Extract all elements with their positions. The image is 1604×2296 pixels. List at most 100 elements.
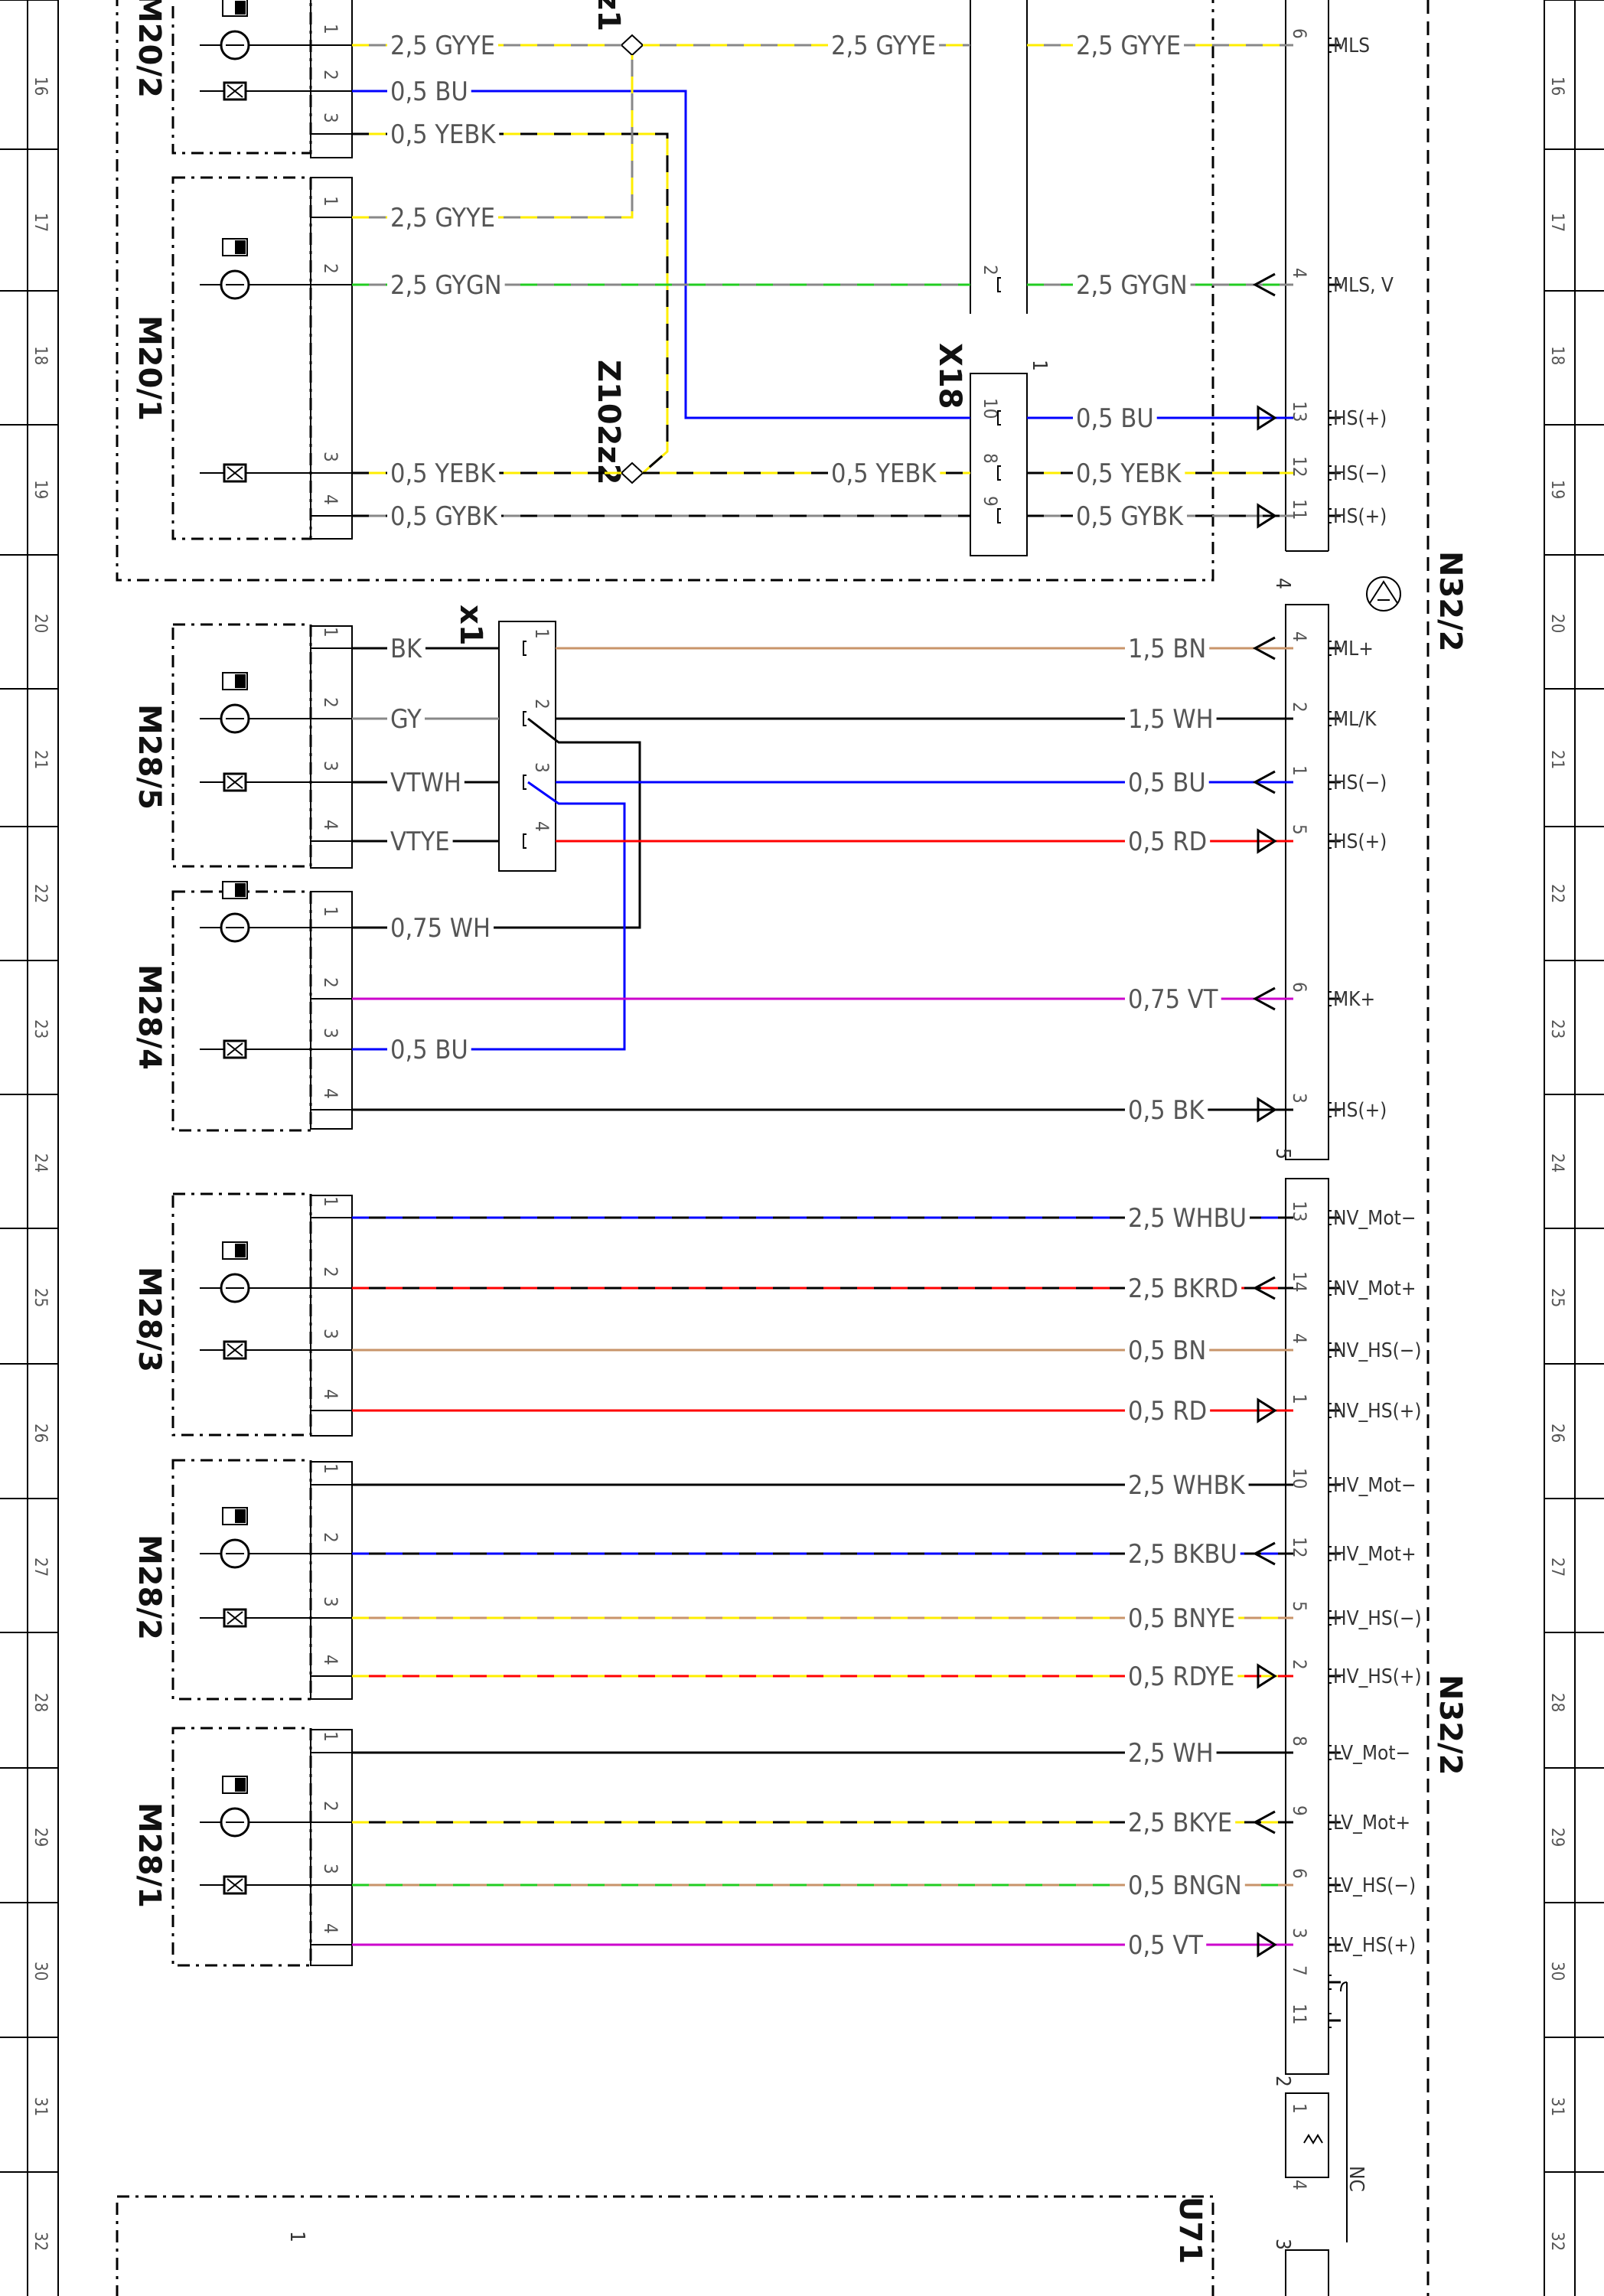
output-arrow-icon — [1257, 1397, 1277, 1424]
n32-pin-number: 6 — [1289, 1868, 1310, 1879]
label-m28-1: M28/1 — [132, 1802, 167, 1908]
n32-pin-socket — [1328, 1815, 1332, 1830]
row-number: 21 — [1547, 750, 1567, 769]
wire-label-right-bg — [1125, 1538, 1240, 1566]
motor-pin-number: 2 — [320, 70, 341, 80]
n32-pin-socket — [1328, 1546, 1332, 1561]
row-number: 18 — [31, 346, 50, 365]
row-number: 25 — [1547, 1288, 1567, 1307]
wire-label-right: 2,5 GYGN — [1076, 270, 1188, 301]
n32-pin-number: 3 — [1289, 1928, 1310, 1939]
wire-label-left: 0,75 WH — [390, 913, 491, 944]
n32-pin-socket — [1328, 833, 1332, 849]
x18-socket — [997, 277, 1001, 292]
wire-label-mid-bg — [828, 30, 940, 57]
wire-label-left: 2,5 GYYE — [390, 203, 495, 233]
hall-sensor-icon — [227, 466, 243, 480]
position-gauge-icon — [235, 674, 246, 688]
n32-pin-label: NV_Mot+ — [1333, 1277, 1416, 1300]
n32-pin-number: 2 — [1289, 1659, 1310, 1670]
wire-label-left-bg — [387, 703, 425, 731]
motor-pin-number: 1 — [320, 906, 341, 917]
row-number: 26 — [1547, 1424, 1567, 1443]
n32-pin-socket — [1328, 2013, 1332, 2028]
row-number: 19 — [1547, 480, 1567, 499]
section-mark: 5 — [1271, 1148, 1294, 1159]
wire-label-left: 0,5 YEBK — [390, 119, 496, 150]
wire-label-right-bg — [1125, 1469, 1249, 1497]
wire-label-right-bg — [1125, 703, 1217, 731]
n32-pin-label: NV_Mot− — [1333, 1207, 1416, 1230]
label-u71: U71 — [1172, 2197, 1208, 2264]
hall-sensor-icon — [227, 1042, 243, 1056]
wire-label-right-bg — [1125, 1395, 1211, 1423]
wire-label-right: 0,5 BNGN — [1128, 1870, 1242, 1901]
n32-pin-number: 1 — [1289, 765, 1310, 776]
position-gauge-icon — [235, 1509, 246, 1523]
n32-pin-number: 5 — [1289, 1601, 1310, 1612]
motor-pin-number: 3 — [320, 1864, 341, 1874]
n32-pin-number: 4 — [1289, 1333, 1310, 1344]
wire-label-left-bg — [387, 1034, 471, 1062]
u71-connector-number: 1 — [285, 2231, 308, 2242]
wire-label-right: 0,5 RDYE — [1128, 1662, 1234, 1692]
n32-pin-label: LV_Mot− — [1333, 1742, 1410, 1765]
n32-pin-socket — [1328, 1937, 1332, 1952]
wire-label-right: 0,5 RD — [1128, 827, 1207, 857]
motor-pin-number: 1 — [320, 627, 341, 638]
n32-pin-socket — [1328, 465, 1332, 481]
x1-socket — [523, 775, 527, 790]
motor-pin-number: 1 — [320, 24, 341, 34]
wire-label-right: 0,5 GYBK — [1076, 501, 1184, 532]
n32-pin-number: 1 — [1289, 1394, 1310, 1404]
row-number: 26 — [31, 1424, 50, 1443]
motor-pin-number: 4 — [320, 1923, 341, 1934]
wire-label-left-bg — [387, 826, 453, 853]
n32-pin-number: 13 — [1289, 1201, 1310, 1221]
n32-pin-label: LV_HS(−) — [1333, 1874, 1416, 1897]
wire-label-right-bg — [1125, 1335, 1210, 1362]
row-number: 21 — [31, 750, 50, 769]
row-number: 31 — [1547, 2097, 1567, 2116]
motor-pin-number: 4 — [320, 820, 341, 830]
row-number: 28 — [1547, 1693, 1567, 1712]
n32-pin-label: HV_Mot− — [1333, 1474, 1417, 1497]
wire-label-right-bg — [1125, 826, 1211, 853]
output-arrow-icon — [1257, 828, 1277, 854]
wire-label-right-bg — [1073, 269, 1191, 297]
wire-label-right: 0,5 BU — [1128, 768, 1206, 798]
n32-pin-label: NV_HS(+) — [1333, 1400, 1422, 1423]
wire-label-right-bg — [1125, 1661, 1238, 1688]
n32-pin-label: HV_HS(+) — [1333, 1665, 1422, 1688]
row-number: 29 — [31, 1828, 50, 1847]
n32-pin-socket — [1328, 277, 1332, 292]
n32-pin-label: HV_HS(−) — [1333, 1607, 1422, 1630]
wire-label-right-bg — [1073, 501, 1188, 528]
ground-icon — [1366, 576, 1401, 612]
wire-label-right-bg — [1125, 767, 1209, 794]
x18-socket — [997, 410, 1001, 426]
position-gauge-icon — [235, 240, 246, 254]
x1-pin-number: 2 — [531, 699, 553, 709]
wire-label-right: 0,75 VT — [1128, 984, 1218, 1015]
n32-pin-number: 5 — [1289, 824, 1310, 835]
wire-label-right: 2,5 WHBU — [1128, 1203, 1247, 1234]
input-arrow-icon — [1252, 636, 1276, 660]
n32-pin-socket — [1328, 1877, 1332, 1893]
n32-pin-label: HS(+) — [1333, 505, 1387, 528]
n32-pin-socket — [1328, 1975, 1332, 1990]
motor-pin-number: 1 — [320, 196, 341, 207]
input-arrow-icon — [1252, 1276, 1276, 1300]
position-gauge-icon — [235, 1244, 246, 1257]
label-x18-pin: 1 — [1028, 360, 1051, 371]
row-number: 16 — [1547, 77, 1567, 96]
wire-label-right: 2,5 BKYE — [1128, 1808, 1232, 1838]
n32-pin-number: 3 — [1289, 1093, 1310, 1104]
row-number: 24 — [31, 1153, 50, 1172]
row-number: 29 — [1547, 1828, 1567, 1847]
wire-label-right: 2,5 WHBK — [1128, 1470, 1246, 1501]
wire-gyye-4-stripe — [352, 55, 634, 219]
wire-label-right-bg — [1073, 403, 1157, 430]
motor-pin-number: 2 — [320, 1532, 341, 1543]
wire-label-left: VTYE — [390, 827, 450, 857]
